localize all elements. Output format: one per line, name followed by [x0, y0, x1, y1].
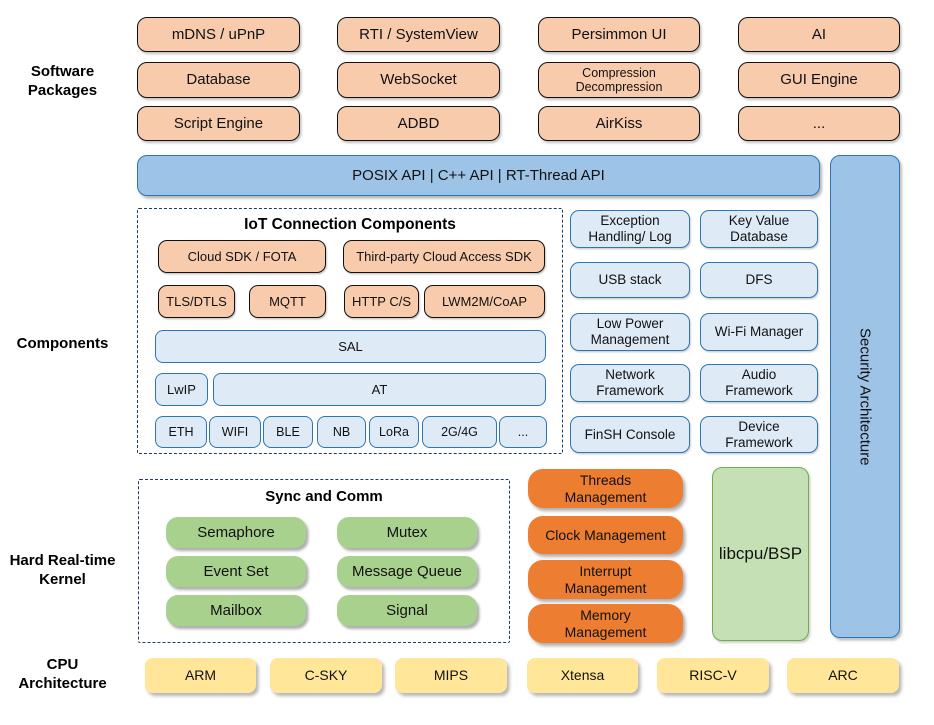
component-key-value-database: Key Value Database: [700, 210, 818, 248]
iot-link-lora: LoRa: [369, 416, 419, 448]
iot-link-wifi: WIFI: [209, 416, 261, 448]
iot-link-eth: ETH: [155, 416, 207, 448]
component-low-power-management: Low Power Management: [570, 313, 690, 351]
kernel-clock-management: Clock Management: [528, 516, 683, 554]
iot-lwip: LwIP: [155, 373, 208, 406]
iot-connection-components-group: [137, 208, 563, 454]
cpu-arc: ARC: [787, 658, 899, 693]
package-rti-systemview: RTI / SystemView: [337, 17, 500, 52]
kernel-message-queue: Message Queue: [337, 556, 477, 587]
libcpu-bsp: libcpu/BSP: [712, 467, 809, 641]
iot-link-nb: NB: [317, 416, 366, 448]
kernel-signal: Signal: [337, 595, 477, 626]
package-adbd: ADBD: [337, 106, 500, 141]
cpu-mips: MIPS: [395, 658, 507, 693]
kernel-interrupt-management: Interrupt Management: [528, 560, 683, 599]
cpu-risc-v: RISC-V: [657, 658, 769, 693]
section-label-software-packages: Software Packages: [27, 63, 98, 99]
section-label-components: Components: [16, 335, 109, 352]
iot-group-title: IoT Connection Components: [244, 216, 456, 233]
kernel-semaphore: Semaphore: [166, 517, 306, 548]
package-compression-decompression: Compression Decompression: [538, 62, 700, 98]
package-airkiss: AirKiss: [538, 106, 700, 141]
iot-third-party-cloud-sdk: Third-party Cloud Access SDK: [343, 240, 545, 273]
iot-link-ble: BLE: [263, 416, 313, 448]
component-device-framework: Device Framework: [700, 416, 818, 453]
kernel-mutex: Mutex: [337, 517, 477, 548]
component-network-framework: Network Framework: [570, 364, 690, 402]
iot-tls-dtls: TLS/DTLS: [158, 285, 235, 318]
iot-link-2g4g: 2G/4G: [422, 416, 497, 448]
component-usb-stack: USB stack: [570, 262, 690, 298]
iot-at: AT: [213, 373, 546, 406]
api-layer-bar: POSIX API | C++ API | RT-Thread API: [137, 155, 820, 196]
kernel-event-set: Event Set: [166, 556, 306, 587]
package-more: ...: [738, 106, 900, 141]
section-label-kernel: Hard Real-time Kernel: [9, 552, 116, 588]
component-finsh-console: FinSH Console: [570, 416, 690, 453]
component-dfs: DFS: [700, 262, 818, 298]
section-label-cpu-architecture: CPU Architecture: [18, 656, 107, 692]
iot-link-more: ...: [499, 416, 547, 448]
package-ai: AI: [738, 17, 900, 52]
iot-cloud-sdk-fota: Cloud SDK / FOTA: [158, 240, 326, 273]
sync-and-comm-title: Sync and Comm: [265, 488, 383, 505]
iot-sal: SAL: [155, 330, 546, 363]
kernel-threads-management: Threads Management: [528, 469, 683, 508]
cpu-xtensa: Xtensa: [527, 658, 638, 693]
cpu-arm: ARM: [145, 658, 256, 693]
package-persimmon-ui: Persimmon UI: [538, 17, 700, 52]
iot-http-cs: HTTP C/S: [344, 285, 419, 318]
kernel-mailbox: Mailbox: [166, 595, 306, 626]
component-wifi-manager: Wi-Fi Manager: [700, 313, 818, 351]
package-mdns-upnp: mDNS / uPnP: [137, 17, 300, 52]
kernel-memory-management: Memory Management: [528, 604, 683, 643]
component-exception-handling-log: Exception Handling/ Log: [570, 210, 690, 248]
iot-lwm2m-coap: LWM2M/CoAP: [424, 285, 545, 318]
cpu-c-sky: C-SKY: [270, 658, 382, 693]
package-websocket: WebSocket: [337, 62, 500, 98]
package-database: Database: [137, 62, 300, 98]
sync-and-comm-group: [138, 479, 510, 643]
package-script-engine: Script Engine: [137, 106, 300, 141]
package-gui-engine: GUI Engine: [738, 62, 900, 98]
iot-mqtt: MQTT: [249, 285, 326, 318]
component-audio-framework: Audio Framework: [700, 364, 818, 402]
security-architecture-bar: Security Architecture: [830, 155, 900, 638]
